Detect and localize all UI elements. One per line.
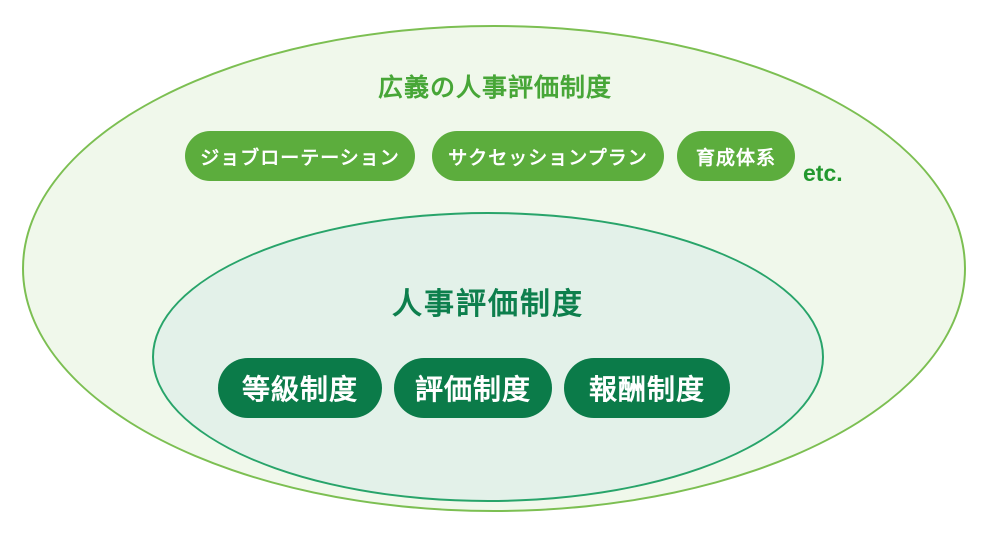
pill-job-rotation: ジョブローテーション xyxy=(185,131,415,181)
box-grade-system: 等級制度 xyxy=(218,358,382,418)
box-evaluation-system: 評価制度 xyxy=(394,358,552,418)
outer-ellipse-title: 広義の人事評価制度 xyxy=(377,74,612,102)
pill-succession-plan: サクセッションプラン xyxy=(432,131,664,181)
inner-ellipse-title: 人事評価制度 xyxy=(392,288,584,321)
inner-ellipse-hr-evaluation xyxy=(152,212,824,502)
pill-development-system: 育成体系 xyxy=(677,131,795,181)
etc-label: etc. xyxy=(803,160,843,186)
box-compensation-system: 報酬制度 xyxy=(564,358,730,418)
